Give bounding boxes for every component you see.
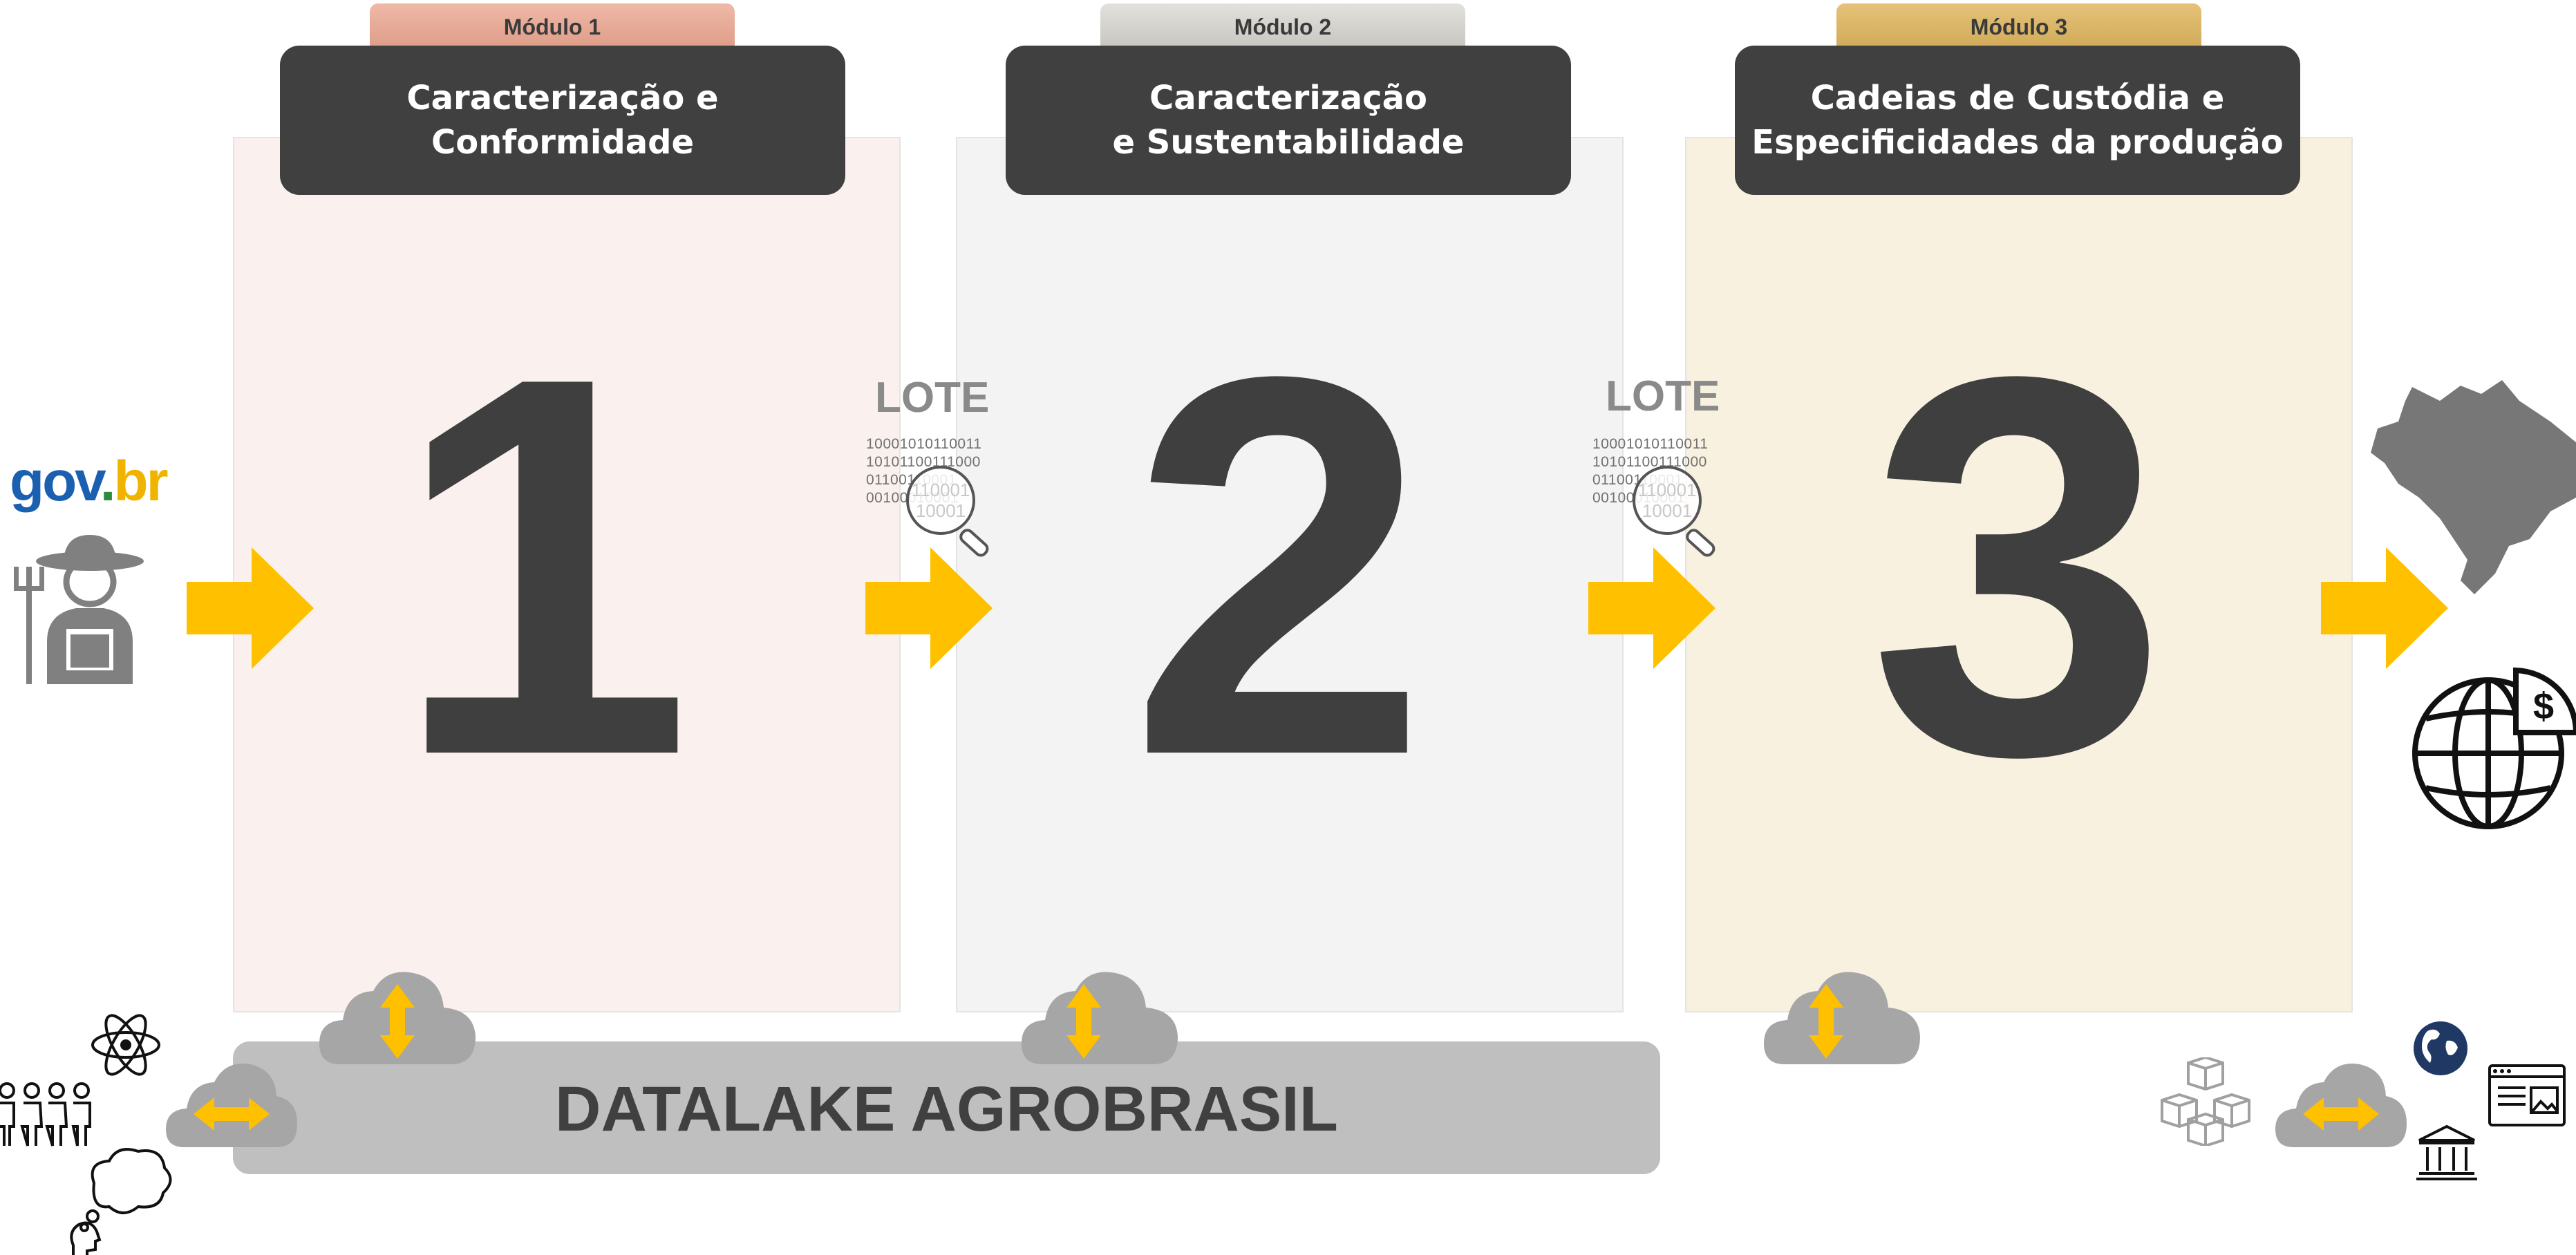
bank-icon	[2416, 1124, 2477, 1180]
magnifier-icon: 110001 10001	[906, 466, 989, 557]
globe-icon	[2414, 1021, 2467, 1075]
flow-arrow-4	[2321, 547, 2448, 669]
thought-bubble-icon	[70, 1148, 172, 1255]
globe-dollar-icon: $	[2412, 667, 2576, 829]
svg-text:$: $	[2533, 686, 2554, 727]
module-3-tab: Módulo 3	[1836, 3, 2201, 46]
module-1-number: 1	[393, 265, 693, 867]
cloud-icon	[319, 972, 476, 1064]
cloud-icon	[2275, 1064, 2407, 1147]
people-icon	[0, 1082, 91, 1147]
svg-text:10001: 10001	[916, 500, 966, 521]
module-3-title-line1: Cadeias de Custódia e	[1810, 79, 2225, 117]
govbr-logo-dot: .	[100, 450, 116, 513]
module-1-title-line1: Caracterização e	[406, 79, 719, 117]
cubes-icon	[2161, 1057, 2250, 1146]
cloud-icon	[166, 1064, 297, 1147]
module-1-title-line2: Conformidade	[431, 123, 695, 162]
module-3-panel	[1685, 137, 2353, 1012]
govbr-logo: gov.br	[10, 449, 169, 514]
farmer-icon	[14, 535, 144, 684]
govbr-logo-br: br	[113, 450, 169, 513]
module-1-tab: Módulo 1	[370, 3, 735, 46]
svg-text:110001: 110001	[912, 480, 970, 500]
atom-icon	[91, 1014, 160, 1076]
module-2-title-line2: e Sustentabilidade	[1112, 123, 1465, 162]
brazil-map-icon	[2371, 380, 2576, 594]
cloud-icon	[1022, 972, 1178, 1064]
lote-1-label: LOTE	[875, 374, 990, 422]
module-2-panel	[956, 137, 1624, 1012]
module-3-title-line2: Especificidades da produção	[1751, 123, 2284, 162]
magnifier-icon: 110001 10001	[1633, 466, 1715, 557]
flow-arrow-2	[865, 547, 993, 669]
module-3-number: 3	[1868, 265, 2168, 867]
module-2-title: Caracterização e Sustentabilidade	[1006, 46, 1571, 195]
lote-2-label: LOTE	[1606, 372, 1720, 420]
browser-window-icon	[2488, 1064, 2566, 1126]
svg-text:10001: 10001	[1642, 500, 1692, 521]
datalake-label: DATALAKE AGROBRASIL	[555, 1074, 1338, 1144]
flow-arrow-3	[1588, 547, 1715, 669]
module-3-title: Cadeias de Custódia e Especificidades da…	[1735, 46, 2300, 195]
module-2-title-line1: Caracterização	[1149, 79, 1427, 117]
govbr-logo-gov: gov	[10, 450, 102, 513]
svg-text:110001: 110001	[1638, 480, 1697, 500]
cloud-icon	[1764, 972, 1920, 1064]
datalake-bar	[233, 1041, 1660, 1174]
module-1-panel	[233, 137, 901, 1012]
module-2-number: 2	[1129, 265, 1429, 867]
module-1-title: Caracterização e Conformidade	[280, 46, 845, 195]
flow-arrow-1	[187, 547, 314, 669]
module-2-tab: Módulo 2	[1100, 3, 1465, 46]
